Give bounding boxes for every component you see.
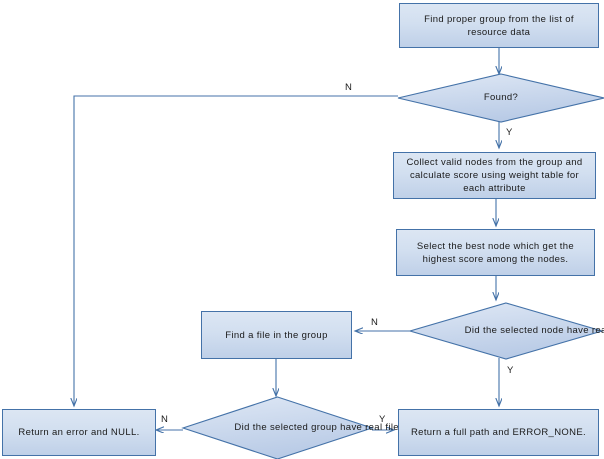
edge-label-found-yes: Y: [506, 127, 513, 138]
node-find-proper-group[interactable]: Find proper group from the list of resou…: [399, 3, 599, 48]
node-return-full-path[interactable]: Return a full path and ERROR_NONE.: [398, 409, 599, 456]
node-select-best-node-label: Select the best node which get the highe…: [416, 240, 575, 265]
node-found-decision[interactable]: Found?: [397, 73, 604, 123]
edge-label-group-file-yes: Y: [379, 414, 386, 425]
node-find-proper-group-label: Find proper group from the list of resou…: [424, 13, 574, 38]
node-node-has-real-file-decision[interactable]: Did the selected node have real file?: [408, 302, 604, 360]
node-find-file-in-group[interactable]: Find a file in the group: [201, 311, 352, 359]
node-collect-valid-nodes[interactable]: Collect valid nodes from the group and c…: [393, 152, 596, 199]
node-return-error-null-label: Return an error and NULL.: [18, 427, 140, 438]
edge-label-found-no: N: [345, 82, 353, 93]
edge-label-node-file-yes: Y: [507, 365, 514, 376]
node-group-has-real-file-decision[interactable]: Did the selected group have real file?: [181, 396, 404, 459]
node-return-error-null[interactable]: Return an error and NULL.: [2, 409, 156, 456]
edge-label-group-file-no: N: [161, 414, 169, 425]
node-find-file-in-group-label: Find a file in the group: [225, 329, 328, 341]
node-collect-valid-nodes-label: Collect valid nodes from the group and c…: [406, 157, 583, 194]
node-return-full-path-label: Return a full path and ERROR_NONE.: [410, 427, 587, 438]
node-select-best-node[interactable]: Select the best node which get the highe…: [396, 229, 595, 276]
edge-label-node-file-no: N: [371, 317, 379, 328]
edge-found-no-to-return-error: [74, 95, 398, 406]
